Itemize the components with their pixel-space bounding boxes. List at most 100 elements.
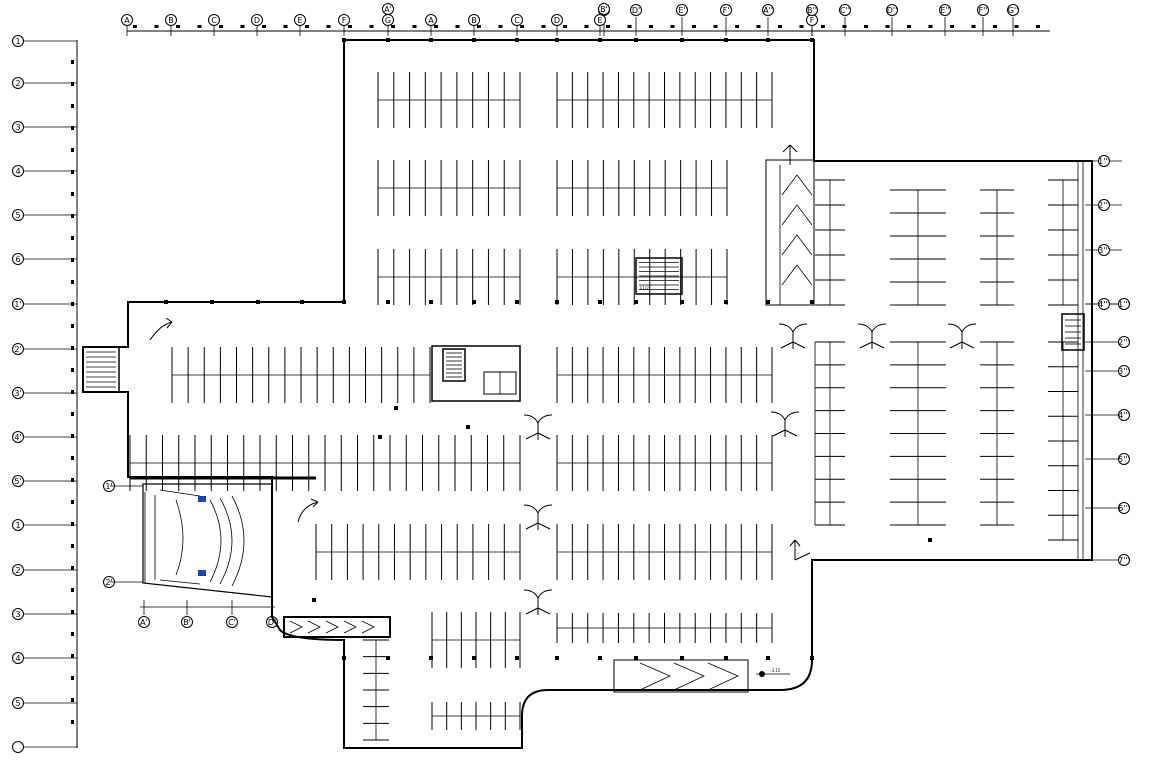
- left-grid-b-bubble-label: 2': [14, 345, 21, 354]
- stair-lobby: [442, 348, 466, 382]
- right-grid-bubble-circle: [1118, 409, 1130, 421]
- auditorium-block: [142, 483, 273, 598]
- left-grid-b-bubble-circle: [12, 475, 24, 487]
- left-dimension-mark: [71, 522, 74, 526]
- left-grid-b-bubble-label: 2: [15, 566, 20, 575]
- left-grid-a-bubble-label: 6: [15, 255, 20, 264]
- left-grid-b-bubble-circle: [12, 608, 24, 620]
- ramp-south-west-chevron: [289, 620, 303, 634]
- top-dimension-mark: [434, 25, 438, 28]
- ramp-south-west-chevron: [307, 620, 321, 634]
- top-grid-a-bubble-circle: [165, 14, 177, 26]
- top-dimension-mark: [369, 25, 374, 28]
- top-dimension-mark: [735, 25, 739, 28]
- left-dimension-mark: [71, 214, 74, 218]
- structural-column: [634, 38, 638, 42]
- top-dimension-mark: [950, 25, 954, 28]
- left-dimension-mark: [71, 390, 74, 394]
- grid-lines: [20, 17, 1122, 748]
- left-dimension-mark: [71, 500, 74, 504]
- top-grid-b-bubble-label: D'': [887, 6, 898, 15]
- top-grid-b-bubble-circle: [886, 4, 898, 16]
- left-dimension-mark: [71, 478, 74, 482]
- arrow-junction: [778, 323, 808, 349]
- left-dimension-mark: [71, 632, 74, 636]
- structural-column: [429, 38, 433, 42]
- top-dimension-mark: [498, 25, 503, 28]
- top-dimension-mark: [176, 25, 180, 28]
- top-grid-b-bubble-circle: [762, 4, 774, 16]
- right-grid-bubble-label: 3''': [1118, 367, 1130, 376]
- top-dimension-mark: [907, 25, 911, 28]
- structural-column: [472, 656, 476, 660]
- structural-column: [515, 300, 519, 304]
- top-dimension-mark: [778, 25, 782, 28]
- top-dimension-mark: [864, 25, 868, 28]
- structural-column: [378, 435, 382, 439]
- top-grid-b-bubble-circle: [630, 4, 642, 16]
- structural-column: [300, 300, 304, 304]
- structural-column: [680, 300, 684, 304]
- right-grid-bubble-label: 7''': [1118, 556, 1130, 565]
- structural-column: [680, 656, 684, 660]
- left-dimension-mark: [71, 610, 74, 614]
- structural-column: [766, 300, 770, 304]
- top-grid-a-bubble-label: F: [342, 16, 347, 25]
- arrow-junction: [770, 411, 800, 437]
- left-dimension-mark: [71, 698, 74, 702]
- top-grid-a-bubble-label: G: [385, 16, 391, 25]
- left-grid-b-bubble-label: 5': [14, 477, 21, 486]
- left-dimension-mark: [71, 412, 74, 416]
- left-grid-a-bubble-label: 5: [15, 211, 20, 220]
- arrow-junction: [523, 504, 553, 530]
- top-grid-a-bubble-circle: [208, 14, 220, 26]
- structural-column: [634, 656, 638, 660]
- top-grid-a-bubble-label: C: [211, 16, 217, 25]
- arrow-exit: [789, 539, 811, 561]
- left-grid-a-bubble-label: 4: [15, 167, 20, 176]
- top-grid-a-bubble-label: B: [471, 16, 477, 25]
- left-grid-b-bubble-circle: [12, 519, 24, 531]
- top-dimension-mark: [713, 25, 718, 28]
- top-grid-a-bubble-circle: [338, 14, 350, 26]
- right-grid-bubble-circle: [1098, 244, 1110, 256]
- stair-east: [1061, 313, 1085, 351]
- top-grid-b-bubble-label: F'': [979, 6, 988, 15]
- left-grid-a-bubble-circle: [12, 35, 24, 47]
- top-grid-b-bubble-circle: [977, 4, 989, 16]
- left-dimension-mark: [71, 148, 74, 152]
- auditorium-stair-detail: [198, 496, 206, 502]
- top-dimension-mark: [305, 25, 309, 28]
- top-dimension-mark: [606, 25, 610, 28]
- arrow-curve: [297, 498, 319, 523]
- block-grid-col-bubble-circle: [138, 616, 150, 628]
- left-grid-a-bubble-label: 2: [15, 79, 20, 88]
- structural-column: [342, 300, 346, 304]
- arrow-junction: [947, 323, 977, 349]
- structural-column: [429, 656, 433, 660]
- top-grid-b-bubble-circle: [839, 4, 851, 16]
- structural-column: [724, 38, 728, 42]
- arrow-junction: [523, 414, 553, 440]
- left-dimension-mark: [71, 434, 74, 438]
- top-grid-a-bubble-label: F: [810, 16, 815, 25]
- left-grid-end-bubble: [12, 741, 24, 753]
- top-grid-b-bubble-circle: [598, 3, 610, 15]
- top-dimension-mark: [928, 25, 933, 28]
- top-dimension-mark: [584, 25, 589, 28]
- top-dimension-mark: [563, 25, 567, 28]
- left-dimension-mark: [71, 236, 74, 240]
- structural-column: [342, 656, 346, 660]
- top-dimension-mark: [348, 25, 352, 28]
- ramp-south-west-chevron: [361, 620, 375, 634]
- structural-column: [634, 300, 638, 304]
- right-grid-bubble-circle: [1098, 155, 1110, 167]
- top-grid-b-bubble-circle: [382, 3, 394, 15]
- left-dimension-mark: [71, 280, 74, 284]
- structural-column: [312, 598, 316, 602]
- ramp-south-west-chevron: [343, 620, 357, 634]
- left-grid-b-bubble-label: 5: [15, 699, 20, 708]
- left-grid-b-bubble-label: 3': [14, 389, 21, 398]
- top-grid-a-bubble-circle: [468, 14, 480, 26]
- left-dimension-mark: [71, 60, 74, 64]
